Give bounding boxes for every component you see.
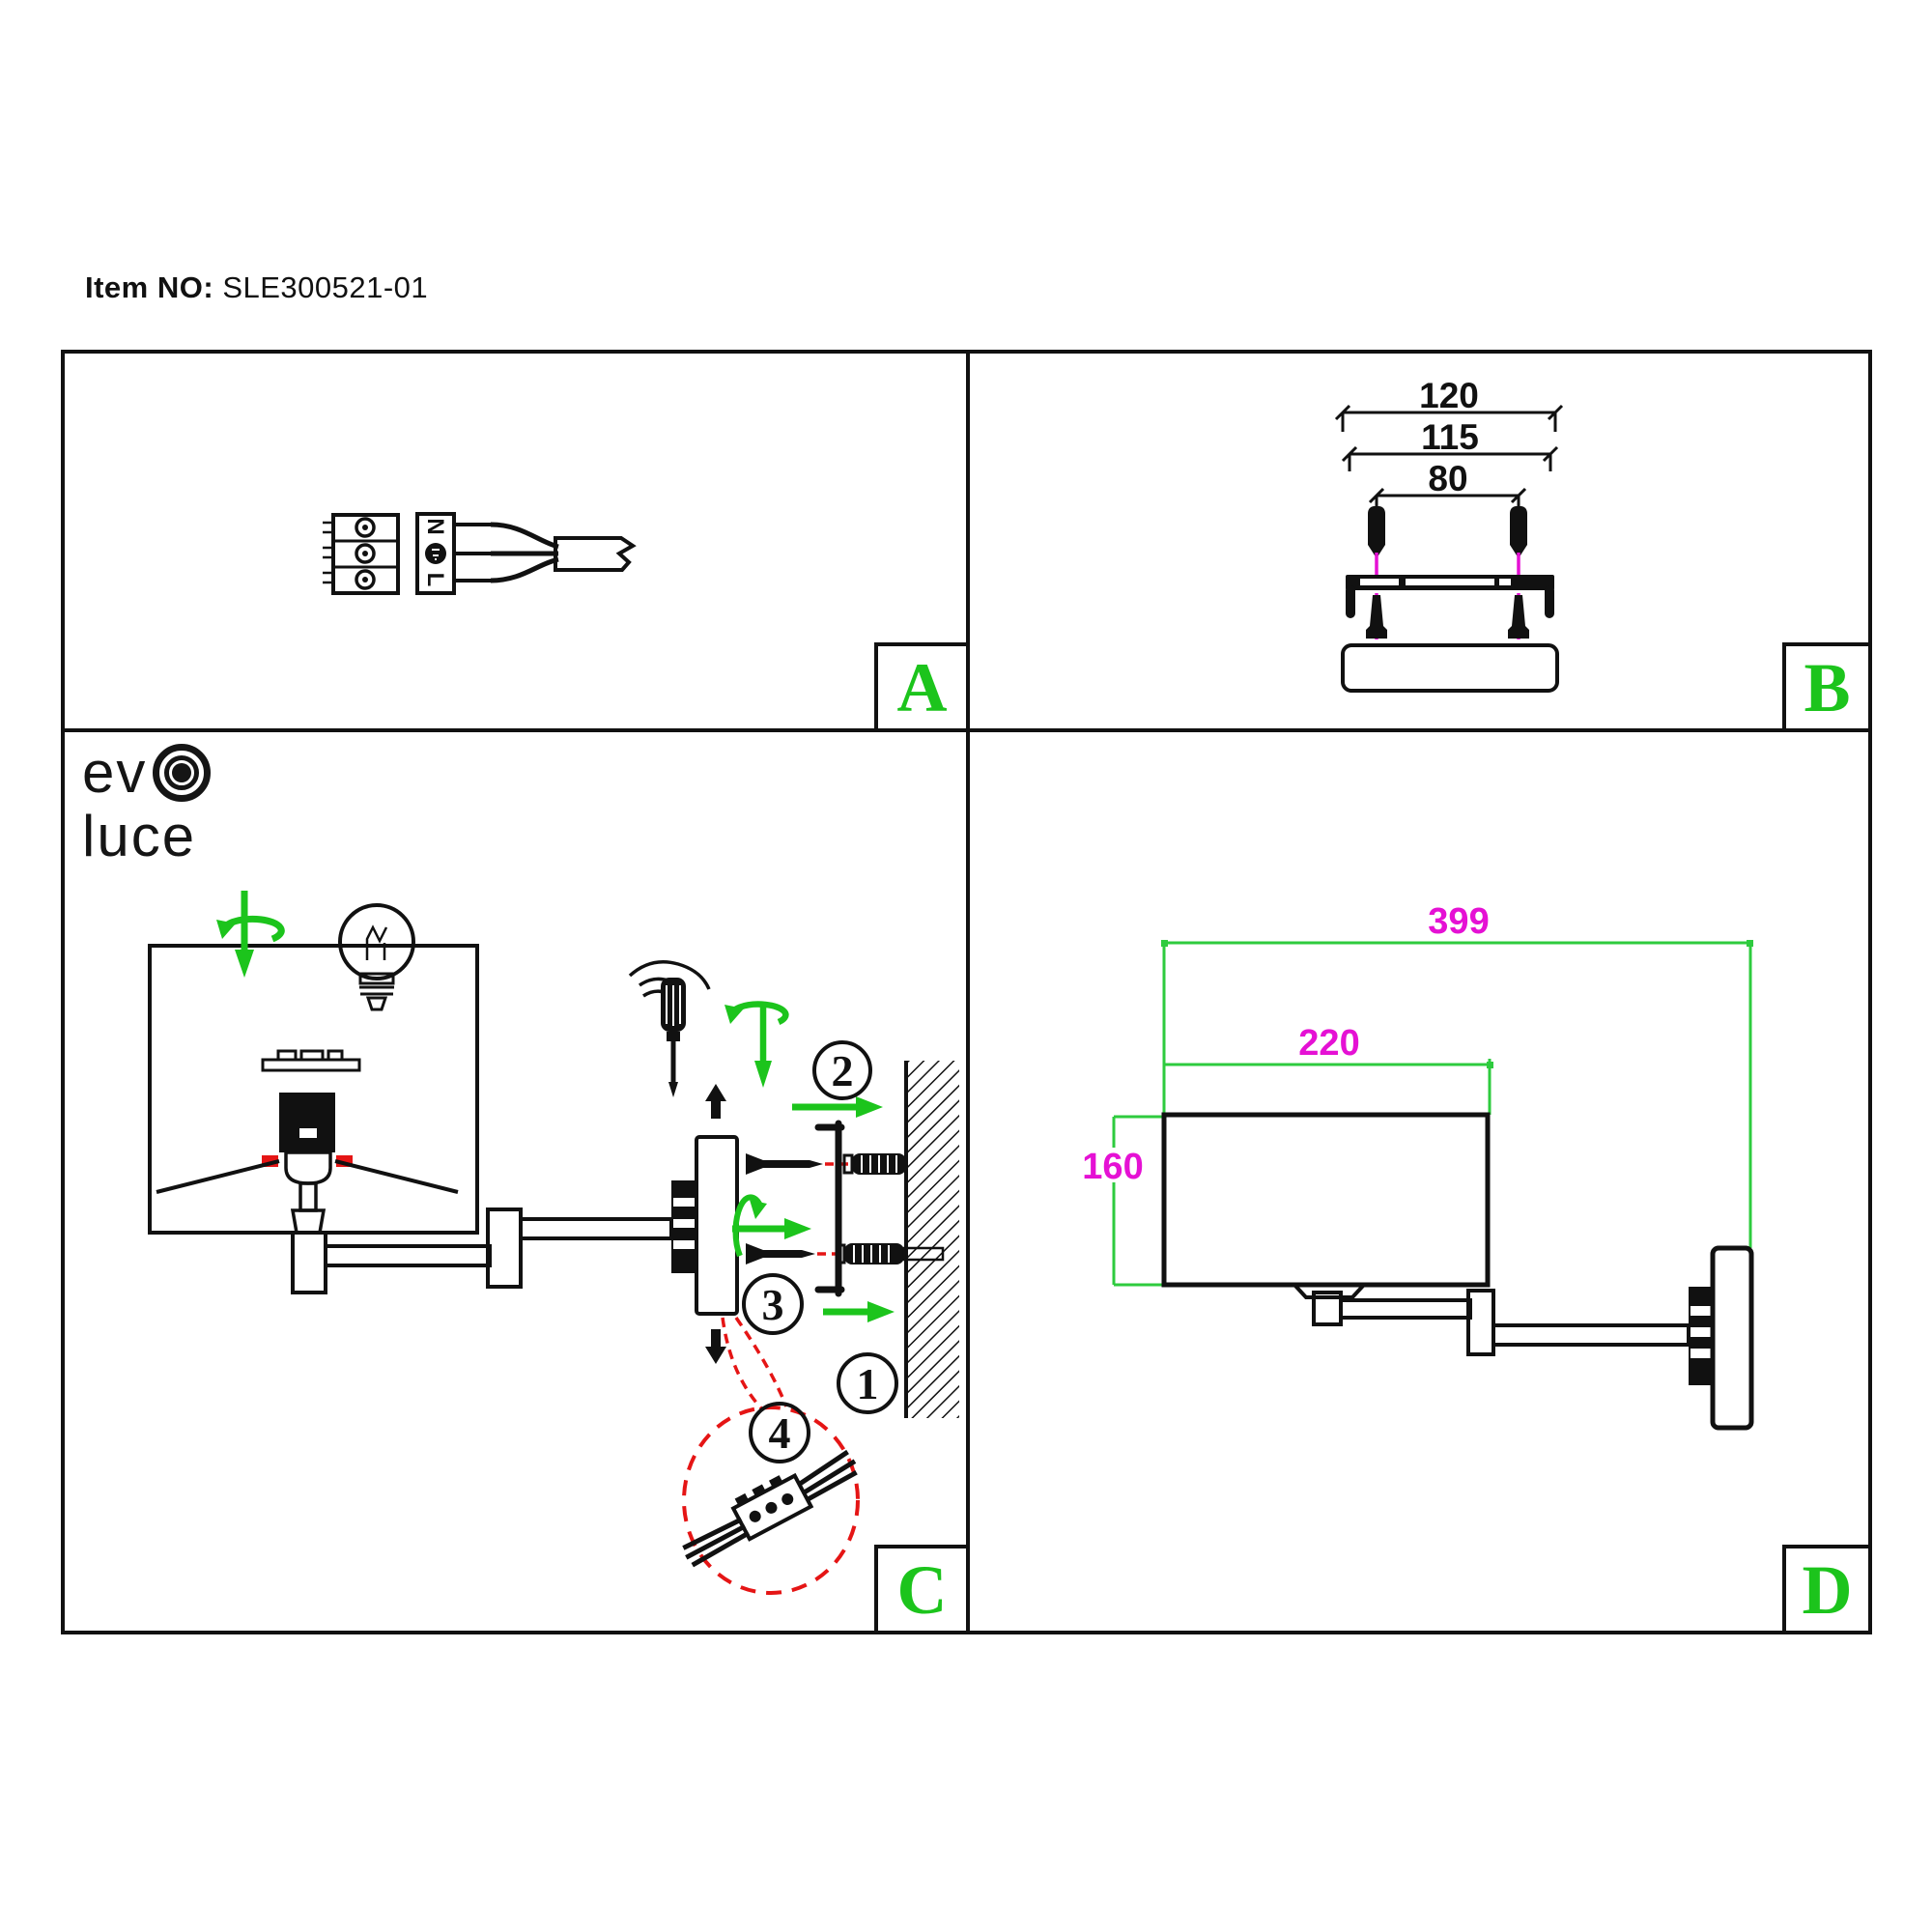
step-badge-1: 1: [837, 1352, 898, 1414]
dim-399-text: 399: [1428, 901, 1489, 942]
panel-d-drawing: 399 220 160: [1082, 901, 1754, 1431]
terminal-detail: [682, 1449, 858, 1568]
arm-side-view: [1290, 1283, 1690, 1356]
step-badge-2: 2: [812, 1040, 872, 1100]
dim-115: 115: [1341, 417, 1559, 471]
bulb-rotate-arrow: [216, 891, 285, 978]
wall-plug-left: [1368, 506, 1385, 558]
knob-side-view: [1689, 1287, 1714, 1385]
shade-outline: [1161, 1112, 1491, 1288]
item-number-label: Item NO:: [85, 270, 214, 304]
panel-a-label-box: A: [874, 642, 970, 732]
step-badge-3: 3: [742, 1273, 804, 1335]
terminal-block-top-view: [323, 513, 400, 595]
canopy: [1341, 643, 1559, 693]
step-3-number: 3: [762, 1280, 784, 1329]
dim-120-text: 120: [1419, 376, 1479, 415]
item-number-value: SLE300521-01: [222, 270, 429, 304]
panel-d-letter: D: [1802, 1550, 1853, 1629]
step-badge-4: 4: [749, 1402, 810, 1463]
connector-pins: [454, 523, 491, 582]
dim-220-text: 220: [1298, 1023, 1359, 1064]
wall-plate-side-view: [1710, 1245, 1754, 1431]
ground-symbol-icon: [425, 543, 446, 564]
dim-160-text: 160: [1082, 1147, 1143, 1187]
fixing-screw-top: [746, 1153, 906, 1175]
panel-b-label-box: B: [1782, 642, 1872, 732]
dim-115-text: 115: [1421, 417, 1479, 457]
socket-assembly: [156, 1093, 459, 1235]
panel-a-drawing: N L: [323, 512, 637, 595]
panel-c-letter: C: [896, 1550, 948, 1629]
vertical-divider: [966, 350, 970, 1634]
terminal-n-label: N: [422, 518, 448, 534]
panel-d-label-box: D: [1782, 1545, 1872, 1634]
item-number-line: Item NO: SLE300521-01: [85, 270, 428, 305]
terminal-l-label: L: [422, 573, 448, 587]
logo-word-ev: ev: [82, 740, 148, 805]
mounting-bracket: [1346, 575, 1554, 618]
panel-c-label-box: C: [874, 1545, 970, 1634]
evoluce-logo: ev luce: [82, 740, 212, 868]
bracket-screw-right: [1508, 595, 1529, 639]
wires: [490, 522, 559, 583]
terminal-screws: [355, 517, 376, 590]
panel-b-letter: B: [1804, 648, 1851, 726]
detail-circle: [682, 1406, 860, 1595]
connector-plug: N L: [415, 512, 456, 595]
step-1-arrow: [823, 1301, 895, 1322]
step-2-arrow: [792, 1096, 883, 1118]
adjust-knob: [671, 1180, 696, 1273]
screw-rotate-arrow: [724, 1001, 789, 1088]
step-4-number: 4: [769, 1408, 791, 1458]
light-bulb: [338, 903, 415, 1011]
panel-b-drawing: 120 115 80: [1334, 376, 1564, 693]
swing-arm: [291, 1208, 673, 1294]
diffuser-plate: [261, 1049, 361, 1072]
logo-word-luce: luce: [82, 804, 197, 868]
cable: [554, 536, 637, 572]
centre-lines: [1375, 553, 1520, 639]
wall-plug-right: [1510, 506, 1527, 558]
dim-120: 120: [1334, 376, 1564, 432]
dim-160: 160: [1082, 1115, 1198, 1287]
dim-220: 220: [1164, 1023, 1493, 1115]
step-1-number: 1: [857, 1359, 879, 1408]
detail-leader-lines: [721, 1317, 788, 1412]
screwdriver-icon: [661, 978, 686, 1097]
wall: [902, 1061, 959, 1418]
up-arrow-icon: [705, 1084, 726, 1119]
lamp-shade: [148, 944, 479, 1235]
bracket-side-view: [814, 1120, 845, 1297]
plate-rotate-arrow: [732, 1194, 811, 1258]
dim-80: 80: [1368, 459, 1527, 509]
wall-plate: [695, 1135, 739, 1316]
dim-80-text: 80: [1428, 459, 1467, 498]
panel-a-letter: A: [896, 648, 948, 726]
step-2-number: 2: [832, 1046, 854, 1095]
dim-399: 399: [1161, 901, 1753, 1248]
fixing-screw-bottom: [746, 1243, 904, 1264]
bracket-screw-left: [1366, 595, 1387, 639]
down-arrow-icon: [705, 1329, 726, 1364]
bullseye-icon: [153, 744, 212, 802]
panel-c-drawing: 2 3 1 4: [148, 891, 959, 1595]
